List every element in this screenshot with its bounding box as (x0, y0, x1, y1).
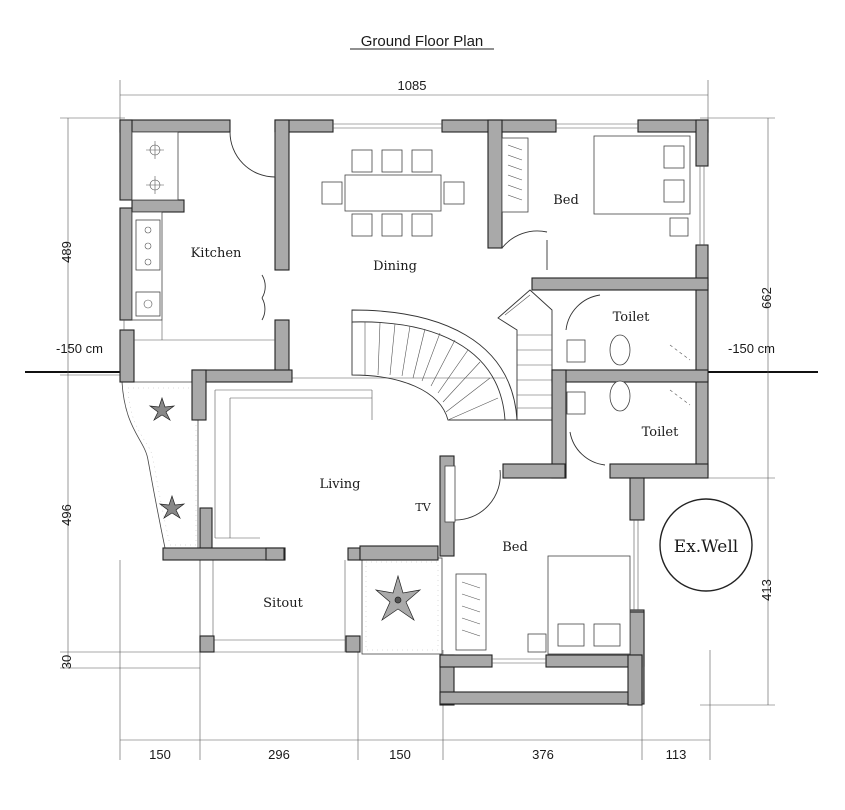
plan-title: Ground Floor Plan (361, 33, 484, 50)
dimension-top: 1085 (119, 78, 709, 125)
dimension-left: 489 496 30 -150 cm (56, 117, 200, 669)
room-label-bed-bottom: Bed (502, 540, 528, 555)
plant-icon (374, 574, 422, 621)
dining-table (321, 149, 465, 237)
plant-icon (158, 494, 186, 519)
room-label-toilet-top: Toilet (613, 310, 650, 325)
bed-top-fixtures (501, 135, 691, 237)
dimension-bottom: 150 296 150 376 113 (119, 560, 711, 762)
well-label: Ex.Well (674, 537, 738, 557)
well (659, 498, 753, 592)
dimension-right: 662 413 -150 cm (700, 117, 775, 706)
walls (119, 119, 709, 706)
tv-unit (444, 465, 456, 523)
plant-icon (148, 396, 176, 421)
dim-bottom-4: 376 (532, 747, 554, 762)
staircase (351, 289, 553, 421)
dim-bottom-3: 150 (389, 747, 411, 762)
room-label-bed-top: Bed (553, 193, 579, 208)
dim-left-lower: 496 (59, 504, 74, 526)
dim-bottom-2: 296 (268, 747, 290, 762)
room-label-toilet-bottom: Toilet (642, 425, 679, 440)
room-label-living: Living (320, 477, 361, 492)
dim-bottom-1: 150 (149, 747, 171, 762)
dim-bottom-5: 113 (666, 747, 687, 762)
kitchen-fixtures (131, 131, 275, 341)
room-label-sitout: Sitout (263, 596, 303, 611)
dim-right-lower: 413 (759, 579, 774, 601)
room-label-dining: Dining (373, 259, 417, 274)
room-label-tv: TV (415, 501, 431, 514)
dim-right-upper: 662 (759, 287, 774, 309)
dim-overall-width: 1085 (398, 78, 427, 93)
windows (123, 123, 705, 664)
doors (229, 131, 606, 521)
room-label-kitchen: Kitchen (191, 246, 242, 261)
toilet-fixtures (566, 334, 691, 415)
dim-left-upper: 489 (59, 241, 74, 263)
level-right: -150 cm (728, 341, 775, 356)
bed-bottom-fixtures (455, 555, 631, 655)
dim-left-bottom: 30 (59, 655, 74, 669)
level-left: -150 cm (56, 341, 103, 356)
